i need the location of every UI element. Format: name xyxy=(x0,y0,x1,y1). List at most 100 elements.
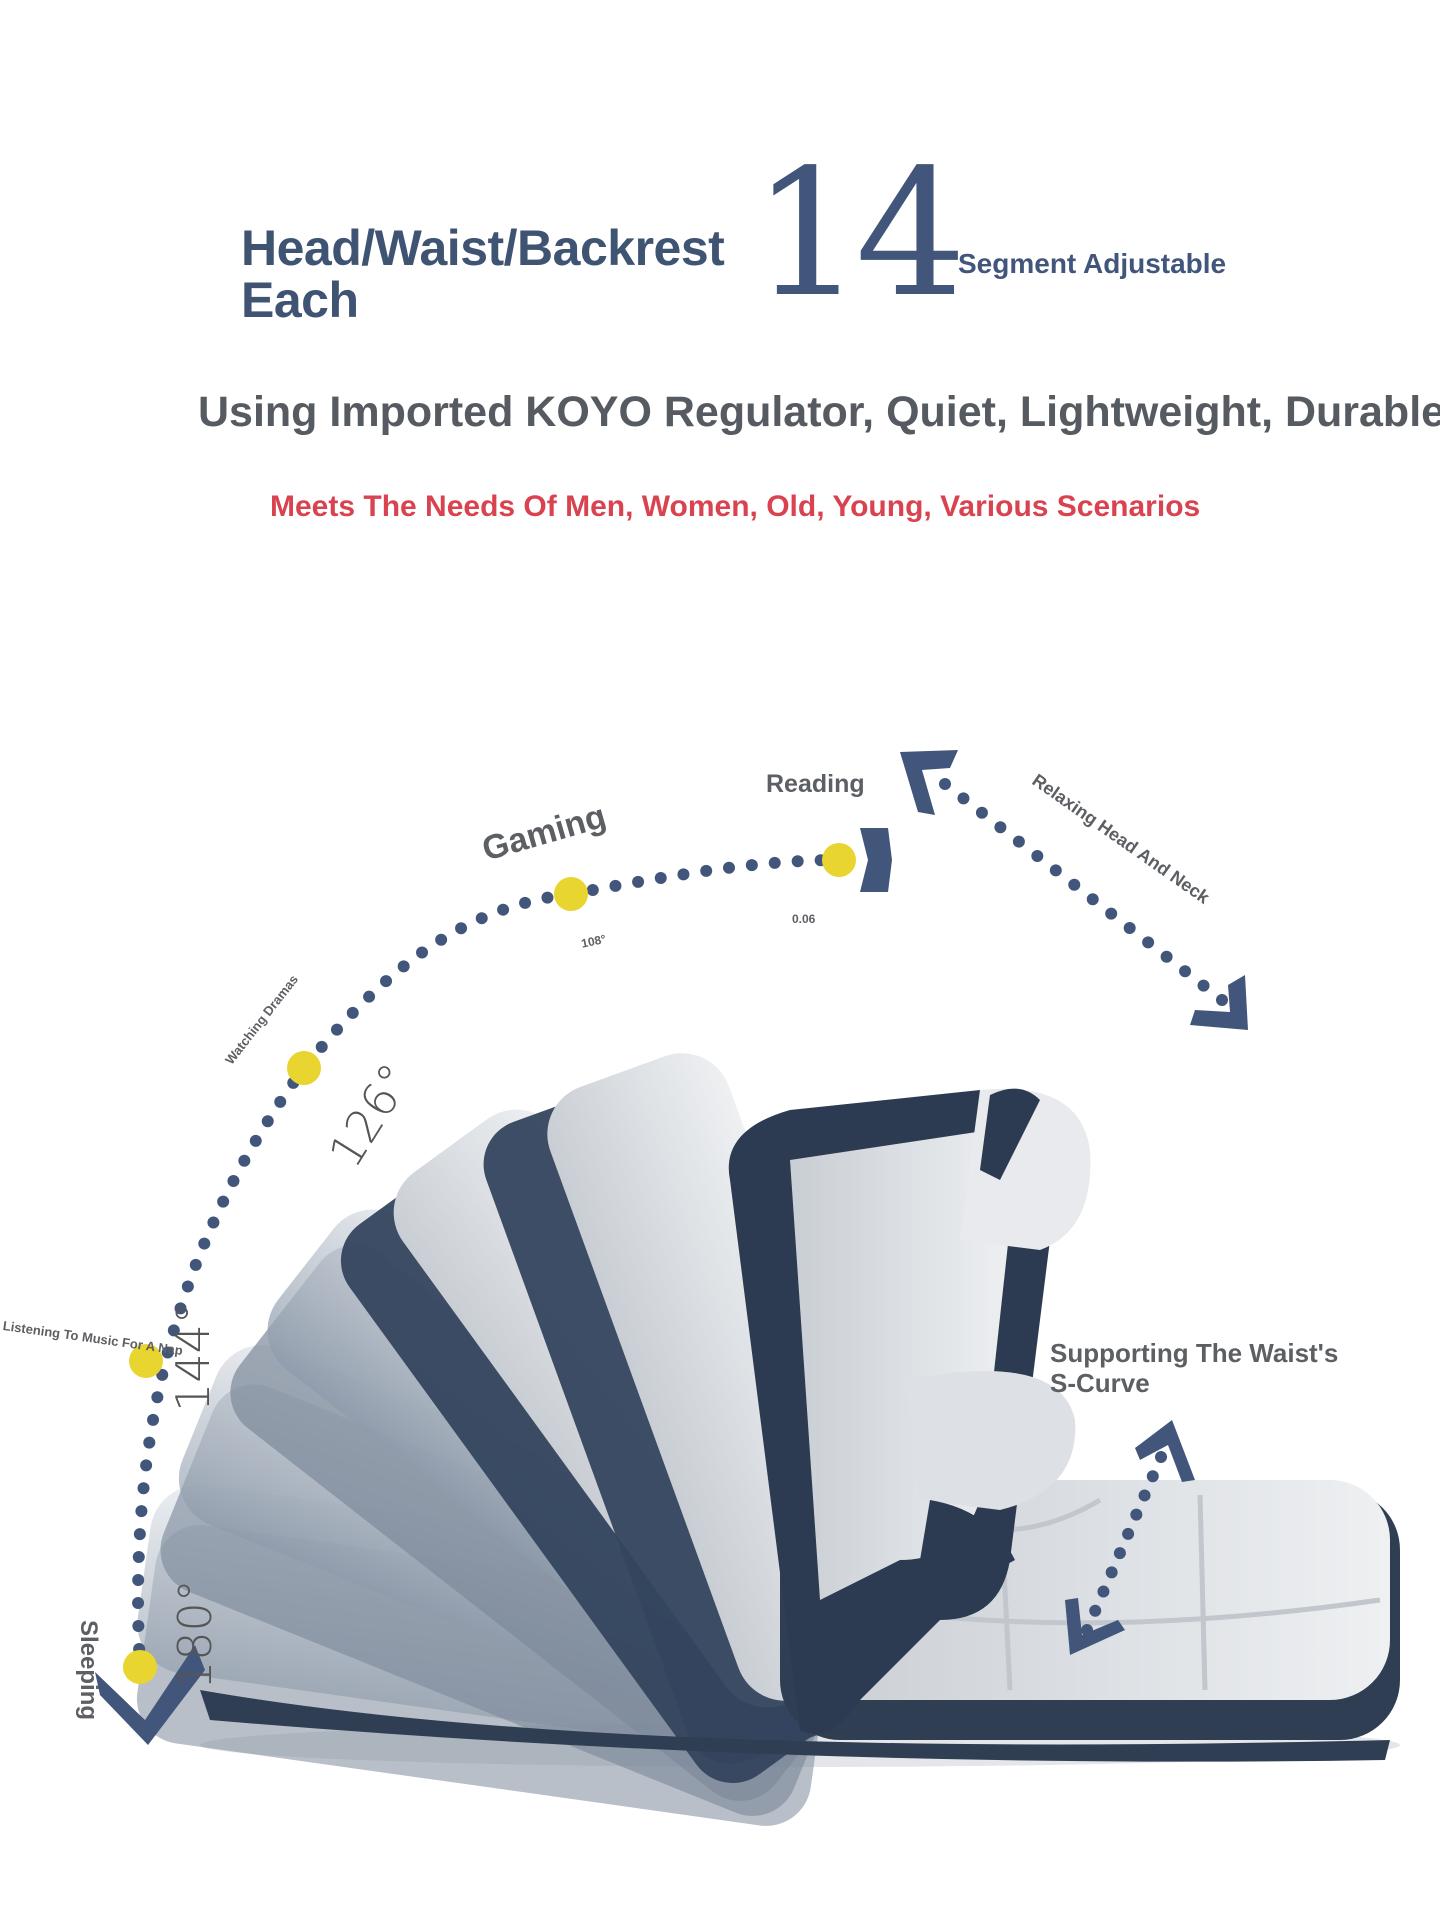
arc-dot xyxy=(330,1023,343,1036)
segment-label: Segment Adjustable xyxy=(958,248,1227,279)
arc-dot xyxy=(363,990,376,1003)
subtitle: Using Imported KOYO Regulator, Quiet, Li… xyxy=(198,388,1440,436)
label-reading: Reading xyxy=(766,770,865,798)
arc-dot xyxy=(1155,1451,1167,1463)
arc-dot xyxy=(957,792,970,805)
arc-dot xyxy=(1105,907,1118,920)
arc-dot xyxy=(181,1280,194,1293)
label-sleeping: Sleeping xyxy=(75,1620,102,1721)
arc-dot xyxy=(1049,864,1062,877)
arc-dot xyxy=(249,1134,262,1147)
headline-line1: Head/Waist/Backrest xyxy=(241,220,725,276)
arc-dot xyxy=(700,864,713,877)
arc-dot xyxy=(1123,922,1136,934)
arc-dot xyxy=(1122,1527,1135,1540)
arc-dot xyxy=(994,821,1007,834)
arc-dot xyxy=(238,1154,251,1167)
marker-144 xyxy=(129,1344,163,1378)
arc-dot xyxy=(497,903,510,916)
arc-dot xyxy=(261,1115,274,1128)
arc-dot xyxy=(768,856,781,869)
tagline: Meets The Needs Of Men, Women, Old, Youn… xyxy=(270,490,1201,523)
marker-reading xyxy=(822,843,856,877)
arc-dot xyxy=(1097,1585,1110,1598)
headline-line2: Each xyxy=(241,272,359,328)
chevron-up-left-icon xyxy=(900,750,958,815)
arc-dot xyxy=(1089,1604,1102,1617)
arc-dot xyxy=(137,1482,150,1495)
chevron-down-right-icon xyxy=(1190,975,1248,1030)
chevron-up-icon xyxy=(1135,1420,1195,1482)
arc-dot xyxy=(189,1258,202,1271)
arc-dot xyxy=(156,1368,169,1381)
arc-dot xyxy=(1146,1470,1159,1483)
arc-dot xyxy=(519,896,532,909)
arc-dot xyxy=(132,1620,145,1633)
arc-dot xyxy=(135,1505,148,1518)
arc-dot xyxy=(161,1346,174,1359)
arc-dot xyxy=(133,1528,146,1541)
arc-dot xyxy=(1142,936,1155,949)
arc-dot xyxy=(174,1302,187,1315)
arc-dot xyxy=(274,1095,287,1108)
segment-count: 14 xyxy=(752,133,967,336)
arc-dot xyxy=(380,975,393,988)
label-waist-line2: S-Curve xyxy=(1050,1368,1150,1398)
arc-dot xyxy=(677,868,690,881)
arc-dot xyxy=(1086,893,1099,906)
arc-dot xyxy=(586,884,599,897)
chevron-right-icon xyxy=(860,828,892,892)
arc-dot xyxy=(315,1040,328,1053)
arc-dot xyxy=(632,875,645,888)
arc-dot xyxy=(1105,1566,1118,1579)
label-144: 144° xyxy=(166,1301,220,1412)
chevron-down-left-icon xyxy=(1065,1598,1125,1655)
arc-dot xyxy=(475,912,488,925)
front-backrest xyxy=(728,1088,1091,1734)
arc-dot xyxy=(217,1195,230,1208)
arc-dot xyxy=(147,1413,160,1426)
arc-dot xyxy=(939,778,951,790)
arc-dot xyxy=(132,1597,145,1610)
arc-dot xyxy=(227,1175,240,1188)
arc-dot xyxy=(198,1237,211,1250)
label-waist: Supporting The Waist's S-Curve xyxy=(1050,1338,1338,1398)
arc-dot xyxy=(416,946,429,959)
arc-dot xyxy=(151,1391,164,1404)
arc-dot xyxy=(1197,979,1210,992)
chevron-down-icon xyxy=(95,1645,205,1745)
arc-dot xyxy=(541,891,554,904)
arc-dot xyxy=(1068,878,1081,891)
arc-dot xyxy=(1081,1624,1093,1636)
marker-180 xyxy=(123,1650,157,1684)
arc-dot xyxy=(654,872,667,885)
headline: Head/Waist/Backrest Each xyxy=(241,220,725,328)
arc-dot xyxy=(1179,965,1192,978)
arc-dot xyxy=(1031,850,1044,862)
arc-dot xyxy=(1216,994,1228,1006)
base-edge xyxy=(200,1690,1390,1762)
arc-dot xyxy=(207,1216,220,1229)
arc-dot xyxy=(167,1324,180,1337)
arc-dot xyxy=(1130,1508,1143,1521)
arc-dot xyxy=(435,933,448,946)
arc-dot xyxy=(140,1459,153,1472)
arc-dot xyxy=(143,1436,156,1449)
arc-dot xyxy=(346,1006,359,1019)
arc-dot xyxy=(1113,1547,1126,1560)
marker-108 xyxy=(554,877,588,911)
arc-dot xyxy=(791,855,804,868)
arc-dot xyxy=(455,922,468,935)
arc-dot xyxy=(132,1574,145,1587)
arc-dot xyxy=(397,960,410,973)
arc-dot xyxy=(975,806,988,819)
arc-dot xyxy=(1160,950,1173,963)
arc-dot xyxy=(609,879,622,892)
arc-dot xyxy=(722,861,735,874)
marker-126 xyxy=(287,1051,321,1085)
label-reading-angle: 0.06 xyxy=(792,912,816,926)
arc-dot xyxy=(1138,1489,1151,1502)
label-180: 180° xyxy=(168,1579,222,1690)
arc-dot xyxy=(745,859,758,872)
